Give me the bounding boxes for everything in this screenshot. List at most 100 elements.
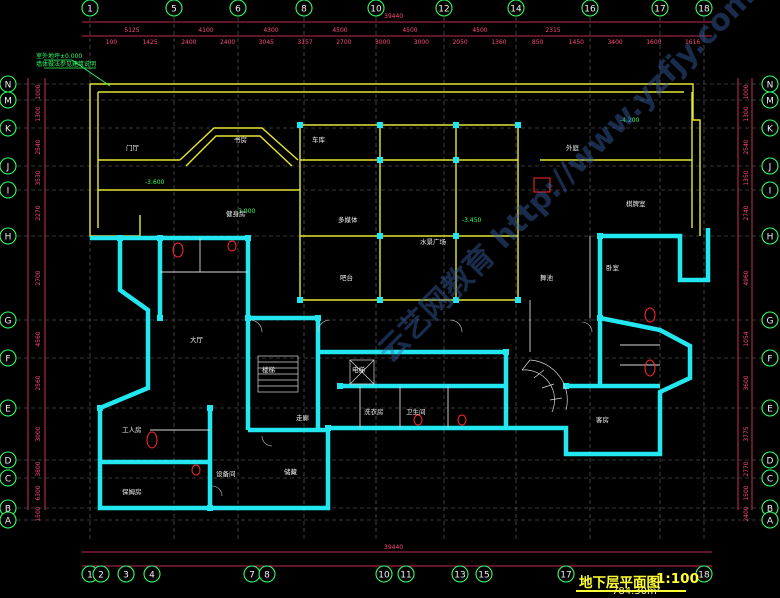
east-axis-bubble: I [761, 181, 779, 199]
east-axis-bubble: E [761, 399, 779, 417]
dimension-text: 1360 [491, 39, 506, 46]
axis-bubble-label: 16 [584, 5, 596, 15]
structural-columns [97, 122, 603, 511]
dimension-text: 3800 [35, 461, 42, 476]
drawing-title: 地下层平面图 [579, 575, 660, 591]
column [245, 235, 251, 241]
room-label: 电梯 [352, 365, 366, 374]
axis-bubble-label: 8 [264, 571, 270, 581]
dimension-text: 2700 [35, 270, 42, 285]
west-axis-bubble: J [0, 157, 17, 175]
dimension-text: 2050 [452, 39, 467, 46]
axis-bubble-label: I [7, 187, 10, 197]
dimension-text: 4100 [198, 27, 213, 34]
column [117, 235, 123, 241]
dimension-text: 3000 [35, 426, 42, 441]
room-label: 走廊 [296, 413, 310, 422]
column [157, 235, 163, 241]
dimension-text: 1300 [743, 106, 750, 121]
axis-bubble-label: B [5, 505, 11, 515]
dimension-text: 1500 [743, 485, 750, 500]
column [503, 349, 509, 355]
axis-bubble-label: C [767, 475, 773, 485]
axis-bubble-label: 11 [400, 571, 411, 581]
room-label: 大厅 [190, 335, 204, 344]
axis-bubble-label: 1 [87, 5, 93, 15]
west-axis-bubble: G [0, 311, 17, 329]
axis-bubble-label: F [5, 355, 10, 365]
dimension-text: 2400 [181, 39, 196, 46]
axis-bubble-label: B [767, 505, 773, 515]
axis-bubble-label: G [5, 317, 12, 327]
column [453, 157, 459, 163]
column [245, 315, 251, 321]
axis-bubble-label: G [767, 317, 774, 327]
west-axis-bubble: D [0, 451, 17, 469]
column [377, 122, 383, 128]
dimension-text: 4960 [743, 270, 750, 285]
east-axis-bubble: A [761, 511, 779, 529]
sanitary-fixtures [146, 177, 656, 476]
north-wall-system [89, 83, 701, 301]
watermark: 云艺网教育 http://www.yzfjy.com [371, 0, 761, 369]
east-axis-bubble: N [761, 75, 779, 93]
axis-bubble-label: N [5, 81, 12, 91]
north-overall-dim: 39440 [384, 13, 403, 20]
leader-lines [44, 59, 111, 87]
dimension-text: 2740 [743, 205, 750, 220]
axis-bubble-label: F [767, 355, 772, 365]
elev-1: -3.600 [145, 179, 165, 186]
north-axis-bubble: 6 [229, 0, 247, 17]
east-axis-bubble: C [761, 469, 779, 487]
axis-bubble-label: 10 [370, 5, 382, 15]
north-axis-bubble: 16 [581, 0, 599, 17]
east-axis-bubble: H [761, 227, 779, 245]
room-label: 舞池 [540, 273, 554, 282]
column [157, 315, 163, 321]
west-axis-bubble: I [0, 181, 17, 199]
room-label: 客房 [596, 415, 609, 424]
axis-bubble-label: 13 [454, 571, 465, 581]
west-axis-bubble: A [0, 511, 17, 529]
dimension-lines [27, 21, 753, 567]
south-axis-bubble: 11 [397, 565, 415, 583]
axis-bubble-label: K [767, 125, 774, 135]
dimension-text: 3000 [375, 39, 390, 46]
dimension-text: 1425 [142, 39, 157, 46]
south-axis-bubble: 4 [143, 565, 161, 583]
west-axis-bubble: H [0, 227, 17, 245]
column [515, 297, 521, 303]
column [377, 157, 383, 163]
east-axis-bubble: K [761, 119, 779, 137]
room-label: 棋牌室 [626, 199, 646, 208]
column [453, 122, 459, 128]
axis-bubble-label: H [767, 233, 774, 243]
south-axis-bubble: 15 [475, 565, 493, 583]
room-label: 多媒体 [338, 215, 358, 224]
drawing-title-block: 地下层平面图 1:100 [576, 570, 699, 594]
dimension-text: 2315 [545, 27, 560, 34]
dimension-text: 2770 [743, 461, 750, 476]
room-label: 健身房 [226, 209, 246, 218]
dimension-text: 850 [532, 39, 544, 46]
room-label: 水景广场 [420, 237, 447, 246]
dimension-text: 2700 [336, 39, 351, 46]
dimension-text: 1616 [685, 39, 700, 46]
room-label: 门厅 [126, 143, 140, 152]
column [597, 233, 603, 239]
elev-4: -4.200 [620, 117, 640, 124]
south-axis-bubble: 2 [92, 565, 110, 583]
column [297, 297, 303, 303]
room-label: 吧台 [340, 273, 353, 282]
drawing-scale: 1:100 [656, 571, 699, 587]
column [207, 405, 213, 411]
south-axis-bubble: 17 [557, 565, 575, 583]
dimension-text: 3775 [743, 426, 750, 441]
north-axis-bubble: 12 [435, 0, 453, 17]
east-axis-bubble: F [761, 349, 779, 367]
dimension-text: 100 [106, 39, 118, 46]
dimension-text: 3530 [35, 170, 42, 185]
south-axis-bubble: 7 [243, 565, 261, 583]
